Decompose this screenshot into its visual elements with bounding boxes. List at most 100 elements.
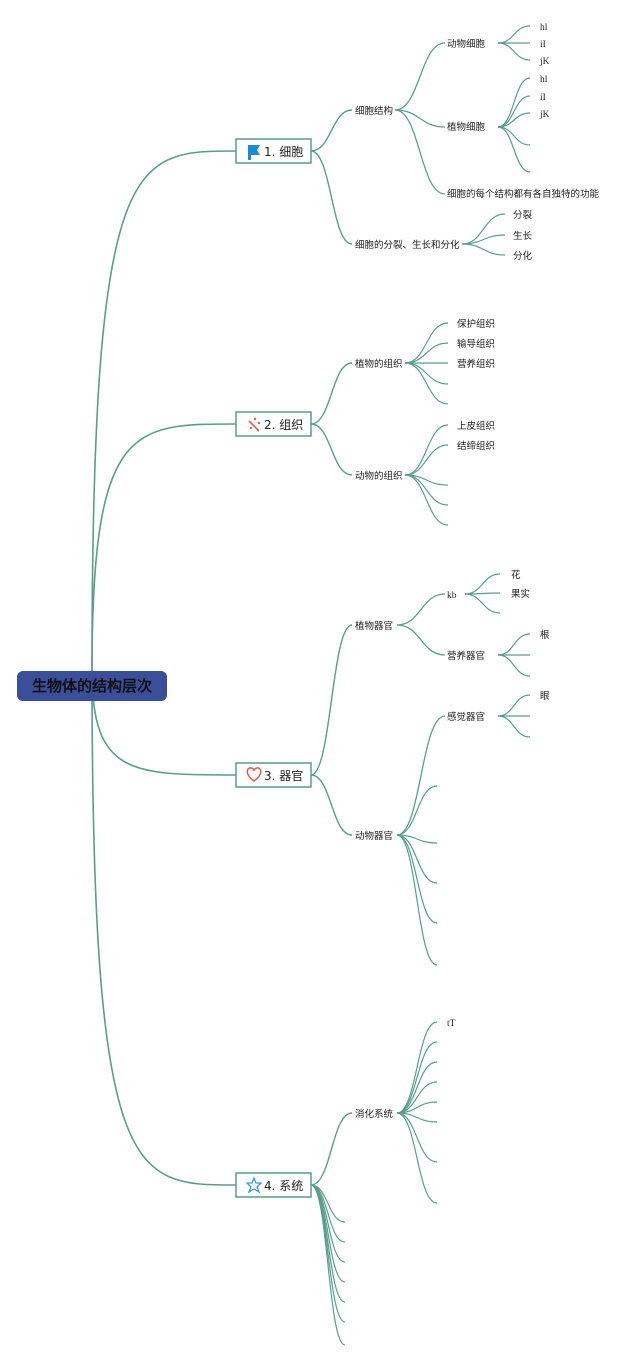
leaf-label[interactable]: jK <box>539 57 550 67</box>
connector-line <box>394 109 446 128</box>
connector-line <box>310 774 353 836</box>
heart-icon <box>246 767 262 782</box>
branch-label: 3. 器官 <box>264 768 303 783</box>
connector-line <box>310 362 353 425</box>
connector-line <box>497 126 531 173</box>
branch-node-tissue[interactable]: 2. 组织 <box>235 411 312 437</box>
connector-line <box>396 1112 438 1163</box>
leaf-label[interactable]: 根 <box>540 629 550 641</box>
topic-label[interactable]: 消化系统 <box>355 1108 394 1120</box>
branch-label: 4. 系统 <box>264 1179 303 1193</box>
connector-line <box>396 1112 438 1123</box>
connector-line <box>497 25 531 44</box>
connector-line <box>396 785 438 836</box>
connector-line <box>396 834 438 966</box>
root-label: 生物体的结构层次 <box>32 677 152 695</box>
connector-line <box>497 126 531 146</box>
magic-wand-icon <box>248 417 261 432</box>
topic-label[interactable]: 植物器官 <box>355 620 393 632</box>
flag-icon <box>248 145 260 160</box>
connector-line <box>461 243 506 256</box>
leaf-label[interactable]: iI <box>540 40 546 50</box>
connector-line <box>497 95 531 128</box>
leaf-label[interactable]: jK <box>539 110 550 120</box>
leaf-label[interactable]: 眼 <box>540 691 550 702</box>
connector-line <box>396 1021 438 1114</box>
leaf-label[interactable]: 结缔组织 <box>457 440 495 452</box>
leaf-label[interactable]: iI <box>540 93 546 103</box>
connector-line <box>404 362 449 405</box>
connector-line <box>396 1112 438 1204</box>
leaf-label[interactable]: tT <box>447 1019 456 1029</box>
connector-line <box>497 715 531 738</box>
connector-line <box>310 1112 353 1186</box>
branch-node-organ[interactable]: 3. 器官 <box>235 762 312 788</box>
connector-line <box>310 423 353 476</box>
topic-label[interactable]: 动物的组织 <box>355 470 403 482</box>
connector-line <box>396 1041 438 1114</box>
connector-line <box>394 109 446 195</box>
connector-line <box>396 593 446 626</box>
connector-line <box>396 834 438 924</box>
connector-line <box>310 109 353 152</box>
branch-box <box>235 762 312 788</box>
topic-cell-division[interactable]: 细胞的分裂、生长和分化 <box>355 239 460 251</box>
connector-line <box>91 423 237 672</box>
leaf-label[interactable]: 分裂 <box>513 209 533 221</box>
connector-line <box>396 1081 438 1114</box>
branch-box <box>235 411 312 437</box>
connector-line <box>497 654 531 677</box>
leaf-label[interactable]: hl <box>540 75 548 85</box>
connector-line <box>91 670 237 1186</box>
branch-label: 1. 细胞 <box>264 145 303 159</box>
leaf-label[interactable]: 花 <box>511 569 521 581</box>
topic-label: 细胞结构 <box>355 105 393 117</box>
root-node[interactable]: 生物体的结构层次 <box>17 671 167 701</box>
connector-line <box>404 322 449 364</box>
connector-line <box>396 624 446 656</box>
connector-line <box>91 150 237 672</box>
subtopic-label[interactable]: 营养器官 <box>447 650 485 662</box>
leaf-label[interactable]: 保护组织 <box>457 318 495 330</box>
connector-line <box>497 112 531 128</box>
branch-label: 2. 组织 <box>264 418 303 432</box>
connector-line <box>464 573 501 595</box>
leaf-label[interactable]: 分化 <box>513 250 533 262</box>
connector-line <box>404 474 449 526</box>
connector-line <box>394 42 446 111</box>
connector-line <box>404 362 449 385</box>
connector-line <box>497 633 531 656</box>
leaf-label[interactable]: hl <box>540 23 548 33</box>
leaf-label[interactable]: 生长 <box>513 230 533 242</box>
topic-label: 细胞的分裂、生长和分化 <box>355 239 460 251</box>
leaf-label[interactable]: 输导组织 <box>457 338 495 350</box>
connector-line <box>404 342 449 364</box>
subtopic-label[interactable]: 感觉器官 <box>447 711 485 723</box>
connector-lines <box>91 25 531 1346</box>
connector-line <box>464 593 501 614</box>
connector-line <box>310 1184 346 1346</box>
leaf-label[interactable]: 果实 <box>511 588 530 600</box>
subtopic-label[interactable]: 动物细胞 <box>447 38 486 50</box>
subtopic-label[interactable]: 植物细胞 <box>447 121 486 133</box>
topic-cell-structure[interactable]: 细胞结构 <box>355 105 393 117</box>
connector-line <box>404 424 449 476</box>
star-icon <box>245 1176 263 1194</box>
connector-line <box>396 834 438 844</box>
branch-node-system[interactable]: 4. 系统 <box>235 1172 312 1198</box>
subtopic-label[interactable]: kb <box>447 591 457 601</box>
subtopic-label[interactable]: 细胞的每个结构都有各自独特的功能 <box>447 188 600 200</box>
topic-label[interactable]: 植物的组织 <box>355 358 403 370</box>
branch-node-cell[interactable]: 1. 细胞 <box>235 138 312 164</box>
connector-line <box>404 444 449 476</box>
connector-line <box>497 77 531 128</box>
root-node-box <box>17 671 167 701</box>
connector-line <box>396 715 446 836</box>
connector-line <box>396 834 438 884</box>
leaf-label[interactable]: 营养组织 <box>457 358 495 370</box>
leaf-label[interactable]: 上皮组织 <box>457 420 495 432</box>
topic-label[interactable]: 动物器官 <box>355 830 393 842</box>
connector-line <box>91 670 237 776</box>
connector-line <box>310 624 353 776</box>
